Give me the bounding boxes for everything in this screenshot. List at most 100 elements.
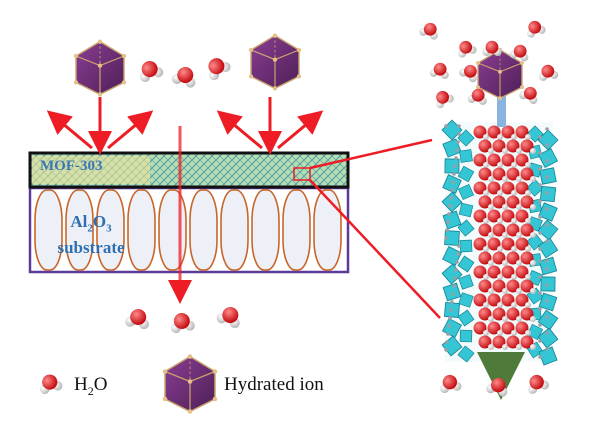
mof-layer (28, 151, 350, 189)
channel-hydrogen (530, 288, 536, 294)
channel-hydrogen (525, 134, 531, 140)
framework-node (545, 239, 549, 243)
framework-node (456, 252, 460, 256)
framework-node (545, 283, 549, 287)
channel-hydrogen (483, 302, 489, 308)
framework-node (545, 331, 549, 335)
water-molecules (40, 20, 559, 397)
water-molecule (419, 22, 438, 40)
channel-oxygen (478, 167, 492, 181)
channel-oxygen (473, 321, 487, 335)
framework-node (452, 172, 456, 176)
channel-hydrogen (525, 302, 531, 308)
channel-hydrogen (483, 330, 489, 336)
channel-oxygen (501, 265, 515, 279)
framework-polyhedron (457, 309, 475, 327)
framework-polyhedron (457, 183, 475, 201)
channel-oxygen (478, 223, 492, 237)
water-molecule (170, 313, 195, 334)
framework-node (545, 223, 549, 227)
framework-node (538, 183, 542, 187)
framework-node (538, 275, 542, 279)
framework-polyhedron (442, 174, 462, 194)
channel-oxygen (492, 279, 506, 293)
channel-hydrogen (511, 246, 517, 252)
channel-hydrogen (530, 316, 536, 322)
framework-polyhedron (458, 202, 474, 218)
channel-hydrogen (525, 162, 531, 168)
water-molecule (40, 374, 63, 395)
water-molecule (208, 58, 231, 81)
framework-node (448, 316, 452, 320)
channel-oxygen (515, 237, 529, 251)
channel-hydrogen (488, 176, 494, 182)
hydrated-ion (476, 47, 524, 101)
channel-oxygen (515, 153, 529, 167)
framework-node (538, 151, 542, 155)
channel-hydrogen (502, 260, 508, 266)
water-molecule (482, 40, 502, 56)
legend-water-label: H2O (74, 374, 108, 398)
framework-node (538, 247, 542, 251)
framework-polyhedron (457, 165, 475, 183)
channel-hydrogen (502, 204, 508, 210)
channel-hydrogen (525, 330, 531, 336)
framework-node (538, 231, 542, 235)
channel-oxygen (478, 251, 492, 265)
channel-hydrogen (511, 274, 517, 280)
channel-hydrogen (483, 190, 489, 196)
channel-oxygen (506, 195, 520, 209)
channel-hydrogen (511, 134, 517, 140)
framework-node (455, 148, 459, 152)
channel-oxygen (473, 237, 487, 251)
channel-hydrogen (488, 288, 494, 294)
framework-node (538, 307, 542, 311)
framework-polyhedron (537, 219, 559, 241)
channel-oxygen (487, 125, 501, 139)
water-molecule (539, 64, 559, 81)
channel-hydrogen (530, 232, 536, 238)
channel-oxygen (473, 265, 487, 279)
channel-hydrogen (497, 162, 503, 168)
framework-node (447, 324, 451, 328)
water-molecule (528, 374, 549, 394)
framework-polyhedron (537, 147, 559, 169)
channel-hydrogen (525, 190, 531, 196)
water-molecule (458, 40, 477, 58)
channel-hydrogen (497, 190, 503, 196)
channel-hydrogen (502, 148, 508, 154)
framework-polyhedron (441, 191, 463, 213)
channel-hydrogen (497, 218, 503, 224)
channel-oxygen (478, 307, 492, 321)
channel-hydrogen (483, 134, 489, 140)
channel-hydrogen (497, 134, 503, 140)
framework-polyhedron (442, 282, 462, 302)
channel-oxygen (478, 139, 492, 153)
channel-hydrogen (516, 316, 522, 322)
channel-oxygen (520, 279, 534, 293)
zoom-lines (309, 138, 441, 319)
channel-oxygen (492, 223, 506, 237)
framework-node (444, 124, 448, 128)
framework-node (538, 291, 542, 295)
framework-node (545, 299, 549, 303)
framework-node (452, 284, 456, 288)
channel-oxygen (487, 293, 501, 307)
framework-node (448, 204, 452, 208)
framework-node (451, 180, 455, 184)
channel-oxygen (487, 237, 501, 251)
channel-oxygen (492, 195, 506, 209)
framework-polyhedron (537, 237, 559, 259)
channel-hydrogen (530, 176, 536, 182)
substrate-word: substrate (57, 238, 125, 258)
channel-hydrogen (497, 246, 503, 252)
framework-node (538, 199, 542, 203)
framework-node (444, 348, 448, 352)
framework-node (538, 355, 542, 359)
channel-hydrogen (488, 344, 494, 350)
water-molecule (519, 86, 538, 104)
channel-hydrogen (516, 176, 522, 182)
channel-hydrogen (497, 330, 503, 336)
framework-node (545, 347, 549, 351)
framework-node (446, 220, 450, 224)
